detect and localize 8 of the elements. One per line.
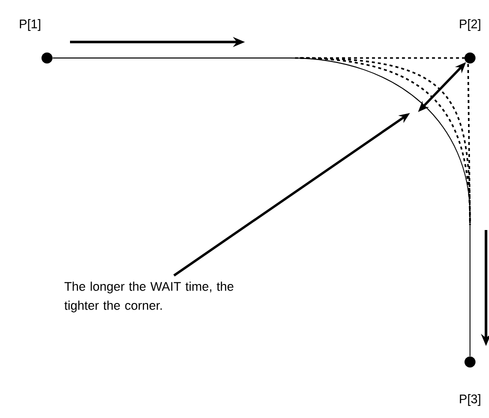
- annotation-text: The longer the WAIT time, the tighter the corner.: [64, 282, 234, 312]
- trajectory-line: [52, 58, 470, 357]
- point-label: P[2]: [460, 19, 480, 31]
- point-label: P[1]: [20, 19, 40, 31]
- point-dot: [464, 52, 476, 64]
- point-dot: [464, 356, 476, 368]
- point-dot: [42, 52, 52, 64]
- point-label: P[3]: [460, 394, 480, 406]
